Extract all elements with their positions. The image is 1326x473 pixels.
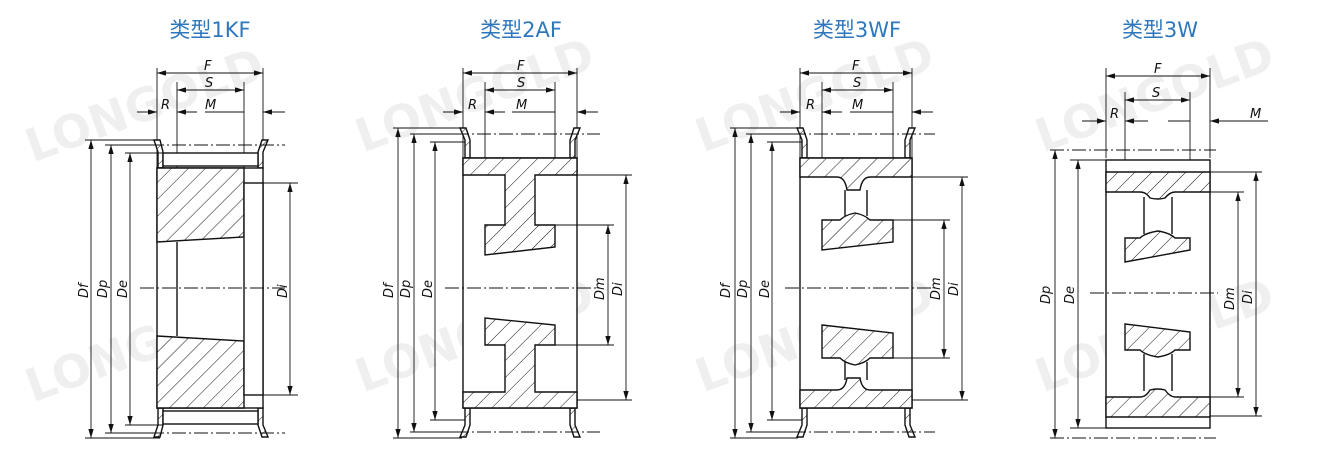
- label-dm: Dm: [593, 277, 608, 300]
- diagram-title: 类型3WF: [813, 18, 901, 42]
- label-de: De: [758, 280, 773, 298]
- label-f: F: [517, 59, 525, 74]
- label-df: Df: [382, 281, 397, 298]
- label-m: M: [1250, 107, 1261, 122]
- label-f: F: [204, 59, 212, 74]
- label-r: R: [468, 98, 477, 113]
- label-di: Di: [1241, 290, 1256, 304]
- label-di: Di: [276, 284, 291, 298]
- label-de: De: [421, 280, 436, 298]
- label-s: S: [1152, 86, 1160, 101]
- label-dp: Dp: [736, 280, 751, 298]
- diagram-title: 类型1KF: [169, 18, 250, 42]
- label-dm: Dm: [1223, 287, 1238, 310]
- label-m: M: [516, 98, 527, 113]
- svg-text:LONGOLD: LONGOLD: [348, 27, 601, 163]
- label-de: De: [116, 280, 131, 298]
- label-dp: Dp: [1039, 286, 1054, 304]
- label-r: R: [161, 98, 170, 113]
- diagram-3wf: 类型3WF F S R M Df Dp: [719, 18, 968, 439]
- label-f: F: [852, 59, 860, 74]
- svg-text:LONGOLD: LONGOLD: [688, 27, 941, 163]
- label-s: S: [853, 76, 861, 91]
- label-r: R: [806, 98, 815, 113]
- diagram-title: 类型2AF: [480, 18, 562, 42]
- label-r: R: [1110, 107, 1119, 122]
- label-di: Di: [947, 282, 962, 296]
- diagram-title: 类型3W: [1122, 18, 1198, 42]
- label-m: M: [852, 98, 863, 113]
- label-di: Di: [611, 282, 626, 296]
- label-s: S: [205, 76, 213, 91]
- label-de: De: [1063, 286, 1078, 304]
- label-df: Df: [77, 281, 92, 298]
- label-dp: Dp: [399, 280, 414, 298]
- label-s: S: [517, 76, 525, 91]
- label-dm: Dm: [929, 277, 944, 300]
- label-m: M: [205, 98, 216, 113]
- label-f: F: [1154, 62, 1162, 77]
- label-df: Df: [719, 281, 734, 298]
- label-dp: Dp: [96, 280, 111, 298]
- diagram-1kf: 类型1KF F S R M Df Dp De: [77, 18, 298, 439]
- diagram-2af: 类型2AF F S R M Df Dp De Dm Di: [382, 18, 632, 439]
- diagram-3w: 类型3W F S R M Dp De Dm Di: [1039, 18, 1268, 439]
